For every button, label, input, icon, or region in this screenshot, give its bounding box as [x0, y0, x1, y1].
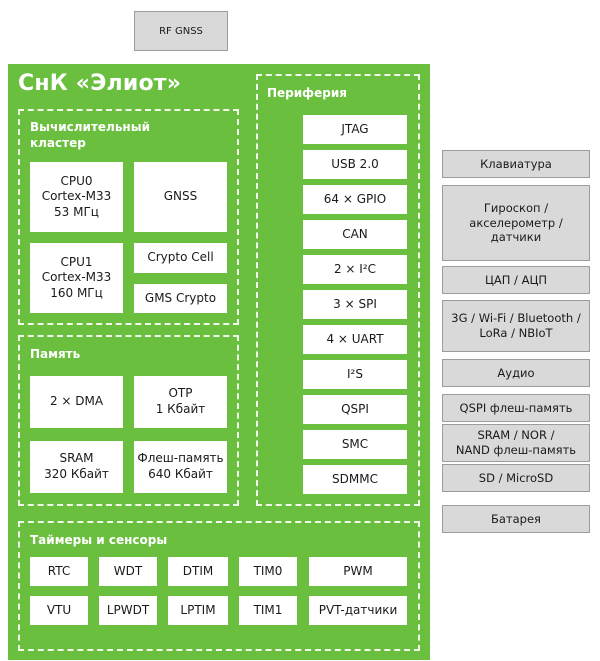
external-keyboard: Клавиатура	[442, 150, 590, 178]
dma-block: 2 × DMA	[30, 376, 123, 428]
periphery-frame	[256, 74, 420, 506]
timer-wdt: WDT	[99, 557, 157, 586]
periphery-item-qspi: QSPI	[303, 395, 407, 424]
external-qspi-flash: QSPI флеш-память	[442, 394, 590, 422]
external-sram-nor-nand: SRAM / NOR / NAND флеш-память	[442, 424, 590, 462]
memory-frame	[18, 335, 239, 506]
periphery-item-uart: 4 × UART	[303, 325, 407, 354]
memory-title: Память	[30, 347, 81, 361]
periphery-item-gpio: 64 × GPIO	[303, 185, 407, 214]
periphery-item-smc: SMC	[303, 430, 407, 459]
periphery-item-can: CAN	[303, 220, 407, 249]
flash-memory-block: Флеш-память 640 Кбайт	[134, 441, 227, 493]
otp-block: OTP 1 Кбайт	[134, 376, 227, 428]
rf-gnss-block: RF GNSS	[134, 11, 228, 51]
gnss-block: GNSS	[134, 162, 227, 232]
compute-cluster-frame	[18, 109, 239, 325]
periphery-item-sdmmc: SDMMC	[303, 465, 407, 494]
periphery-item-i2s: I²S	[303, 360, 407, 389]
timer-tim0: TIM0	[239, 557, 297, 586]
external-audio: Аудио	[442, 359, 590, 387]
pvt-sensors-block: PVT-датчики	[309, 596, 407, 625]
timer-lpwdt: LPWDT	[99, 596, 157, 625]
external-battery: Батарея	[442, 505, 590, 533]
timer-pwm: PWM	[309, 557, 407, 586]
periphery-item-jtag: JTAG	[303, 115, 407, 144]
soc-title: СнК «Элиот»	[18, 71, 182, 96]
compute-cluster-title: Вычислительный кластер	[30, 120, 150, 150]
external-wireless: 3G / Wi-Fi / Bluetooth / LoRa / NBIoT	[442, 300, 590, 352]
timer-vtu: VTU	[30, 596, 88, 625]
cpu1-block: CPU1 Cortex-M33 160 МГц	[30, 243, 123, 313]
crypto-cell-block: Crypto Cell	[134, 243, 227, 273]
external-sd-microsd: SD / MicroSD	[442, 464, 590, 492]
external-dac-adc: ЦАП / АЦП	[442, 266, 590, 294]
timers-frame	[18, 521, 420, 651]
periphery-title: Периферия	[267, 86, 347, 100]
timer-lptim: LPTIM	[168, 596, 228, 625]
periphery-item-i2c: 2 × I²C	[303, 255, 407, 284]
timers-title: Таймеры и сенсоры	[30, 533, 168, 547]
timer-tim1: TIM1	[239, 596, 297, 625]
periphery-item-spi: 3 × SPI	[303, 290, 407, 319]
sram-block: SRAM 320 Кбайт	[30, 441, 123, 493]
timer-dtim: DTIM	[168, 557, 228, 586]
cpu0-block: CPU0 Cortex-M33 53 МГц	[30, 162, 123, 232]
timer-rtc: RTC	[30, 557, 88, 586]
periphery-item-usb: USB 2.0	[303, 150, 407, 179]
external-gyroscope-sensors: Гироскоп / акселерометр / датчики	[442, 185, 590, 261]
gms-crypto-block: GMS Crypto	[134, 284, 227, 313]
